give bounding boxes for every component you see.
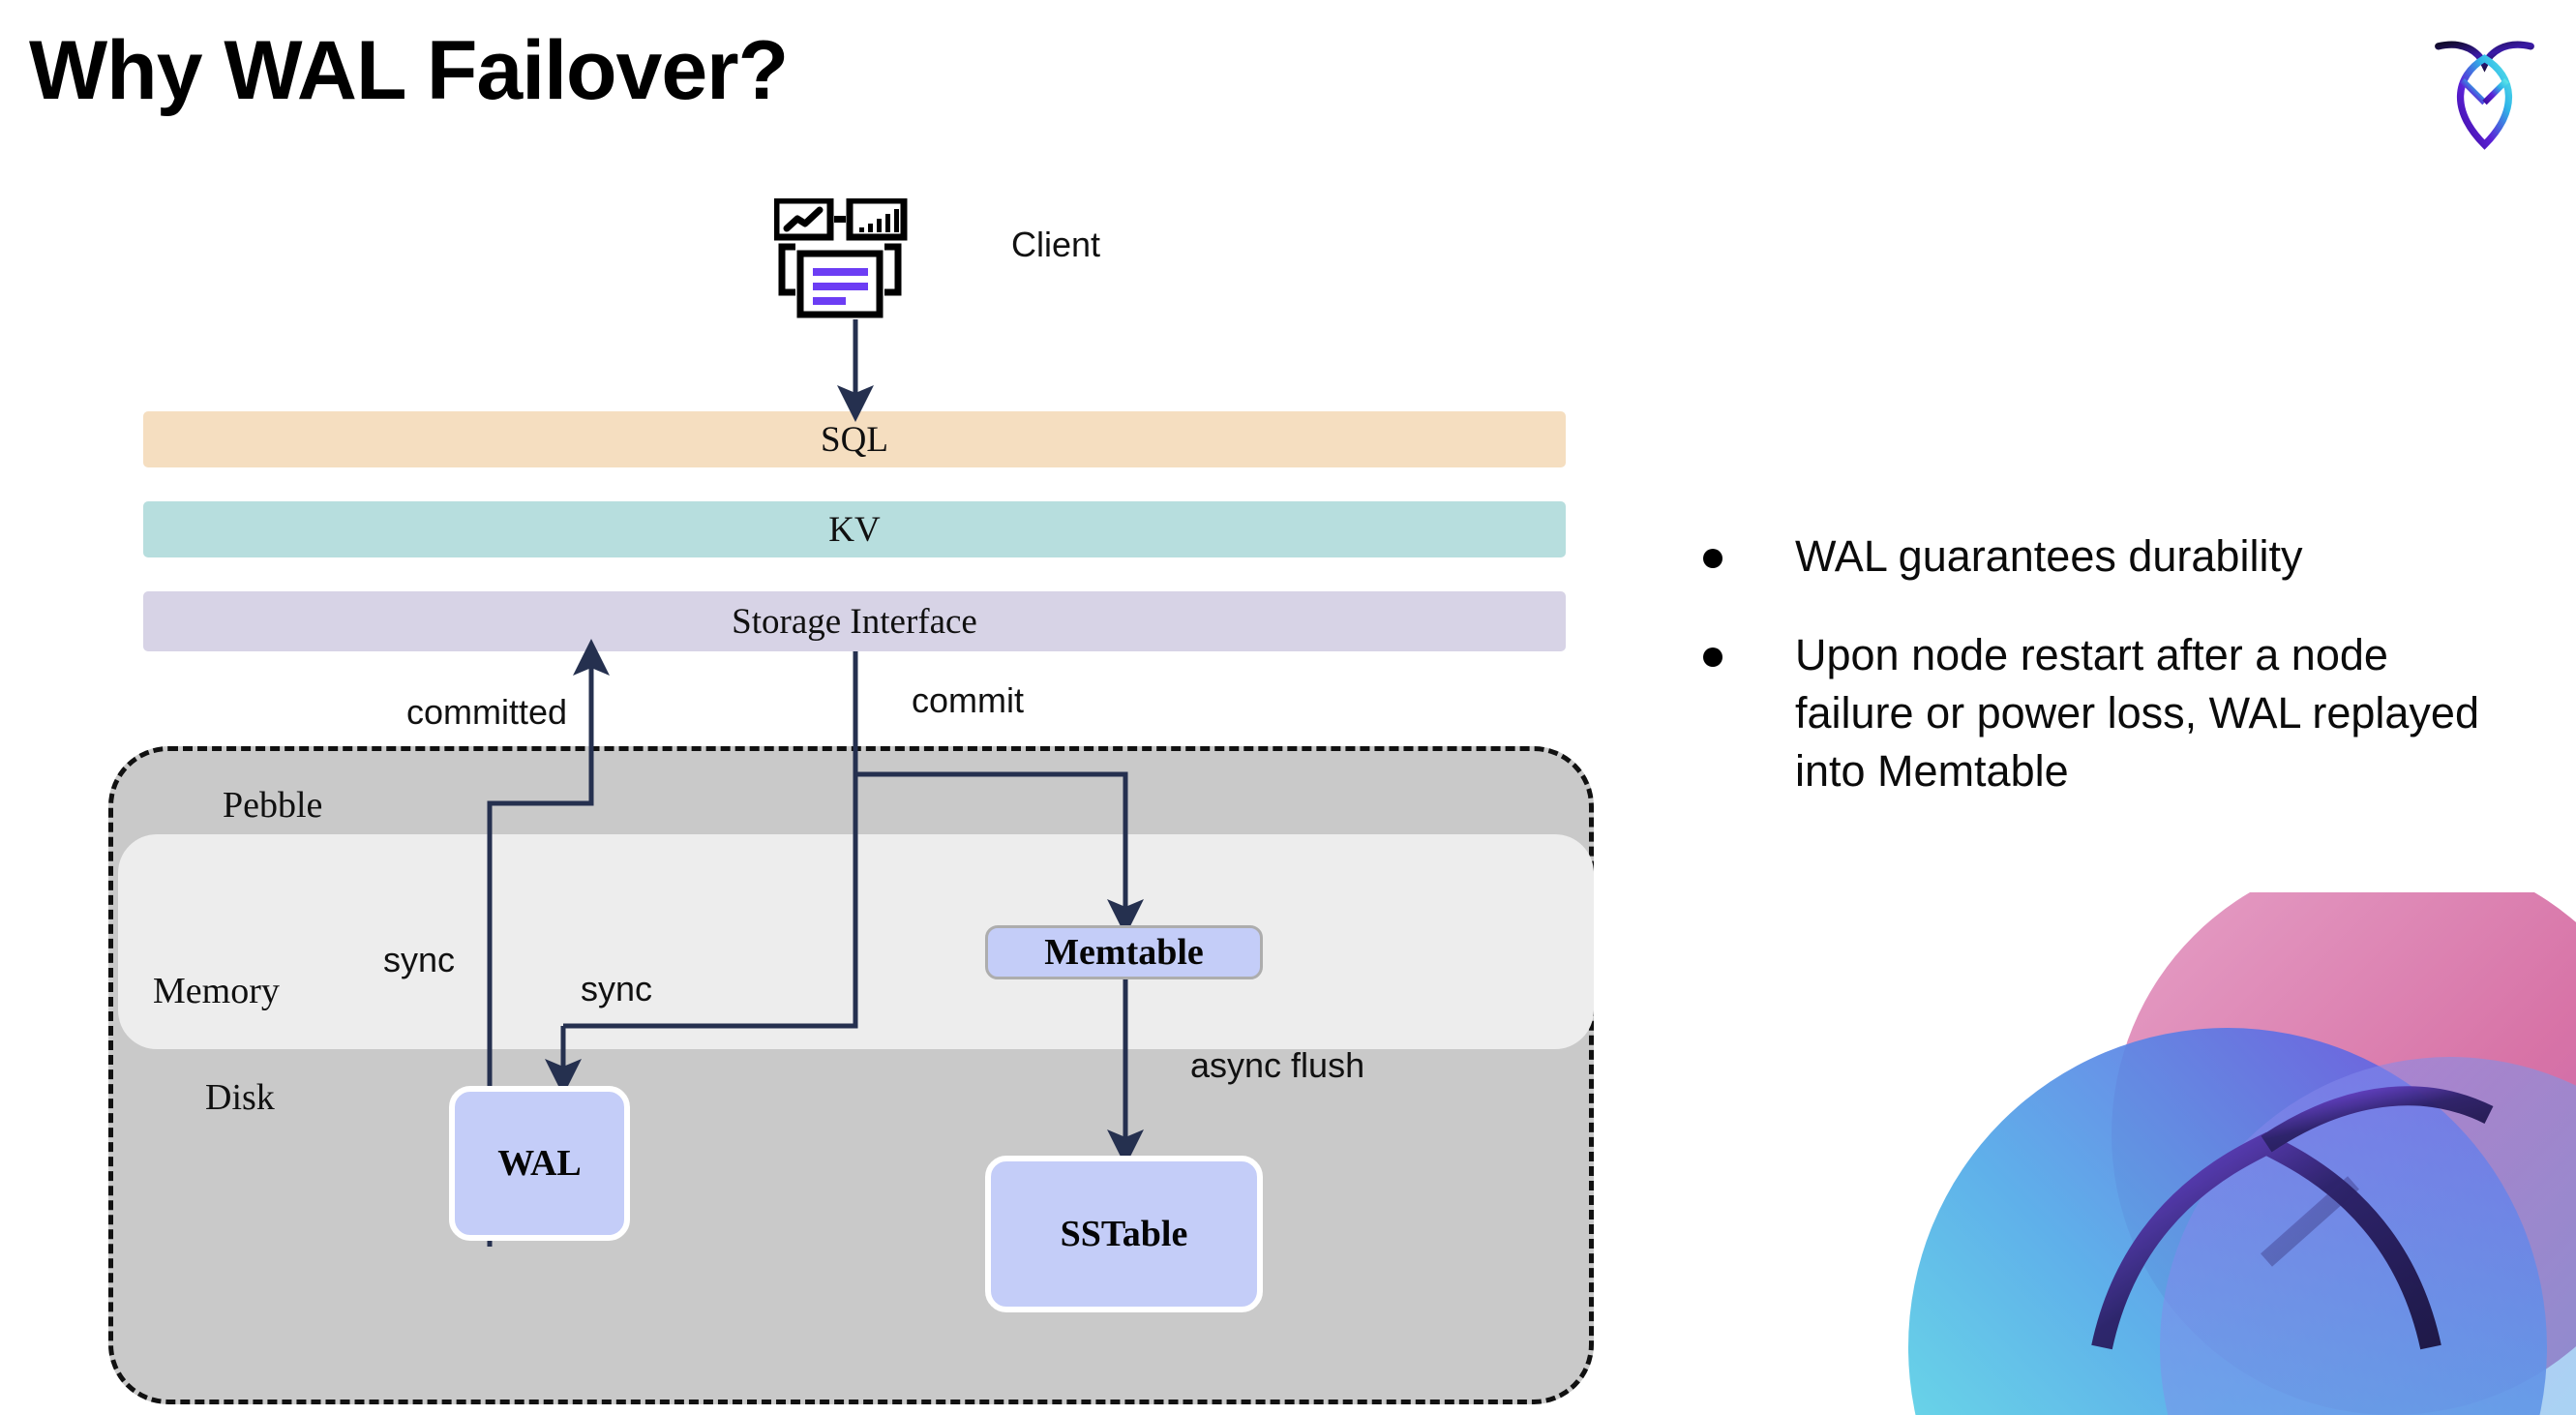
page-title: Why WAL Failover? — [29, 24, 789, 117]
edge-label-committed: committed — [406, 692, 568, 732]
decorative-corner-graphic — [1812, 892, 2576, 1415]
list-item: WAL guarantees durability — [1703, 527, 2506, 586]
list-item: Upon node restart after a node failure o… — [1703, 626, 2506, 800]
bullet-text: WAL guarantees durability — [1795, 531, 2303, 581]
bullet-dot-icon — [1703, 647, 1722, 667]
client-dashboard-icon — [772, 196, 924, 319]
layer-bar-kv: KV — [143, 501, 1566, 557]
node-wal: WAL — [449, 1086, 630, 1241]
bullet-text: Upon node restart after a node failure o… — [1795, 629, 2479, 796]
bullet-list: WAL guarantees durability Upon node rest… — [1703, 527, 2506, 840]
layer-bar-sql: SQL — [143, 411, 1566, 467]
edge-label-sync-b: sync — [581, 969, 653, 1009]
pebble-label: Pebble — [223, 785, 323, 826]
node-sstable: SSTable — [985, 1156, 1263, 1312]
edge-label-commit: commit — [912, 680, 1024, 720]
edge-label-sync-a: sync — [383, 940, 456, 979]
client-label: Client — [1011, 225, 1101, 264]
cockroachdb-logo-icon — [2424, 24, 2545, 155]
node-memtable: Memtable — [985, 925, 1263, 979]
memory-label: Memory — [153, 971, 280, 1011]
architecture-diagram: Client Pebble Memory Disk SQL KV Storage… — [108, 196, 1594, 1404]
disk-label: Disk — [205, 1077, 275, 1118]
edge-label-async-flush: async flush — [1190, 1045, 1365, 1085]
layer-bar-storage-interface: Storage Interface — [143, 591, 1566, 651]
bullet-dot-icon — [1703, 549, 1722, 568]
memory-region — [118, 834, 1594, 1049]
